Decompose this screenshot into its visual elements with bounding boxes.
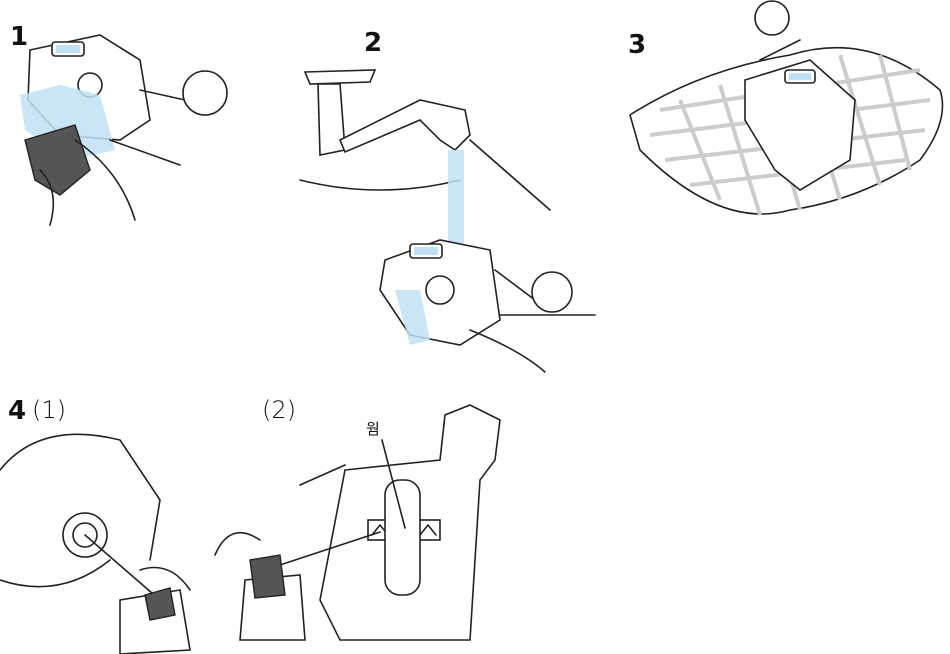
worm-callout-label: 웜 — [366, 420, 380, 438]
step-2-rinse-reel-illustration — [299, 69, 596, 373]
step-1-wipe-reel-illustration — [20, 34, 228, 226]
step-3-dry-reel-illustration — [629, 0, 944, 216]
step-4-number: 4 — [8, 396, 27, 426]
step-4-substep-1: (1) — [32, 396, 66, 424]
step-1-number: 1 — [10, 22, 29, 52]
step-4-1-oil-illustration — [0, 433, 191, 654]
step-2-number: 2 — [364, 28, 383, 58]
step-4-substep-2: (2) — [262, 396, 296, 424]
step-4-2-grease-worm-illustration — [214, 404, 501, 641]
step-3-number: 3 — [628, 30, 647, 60]
